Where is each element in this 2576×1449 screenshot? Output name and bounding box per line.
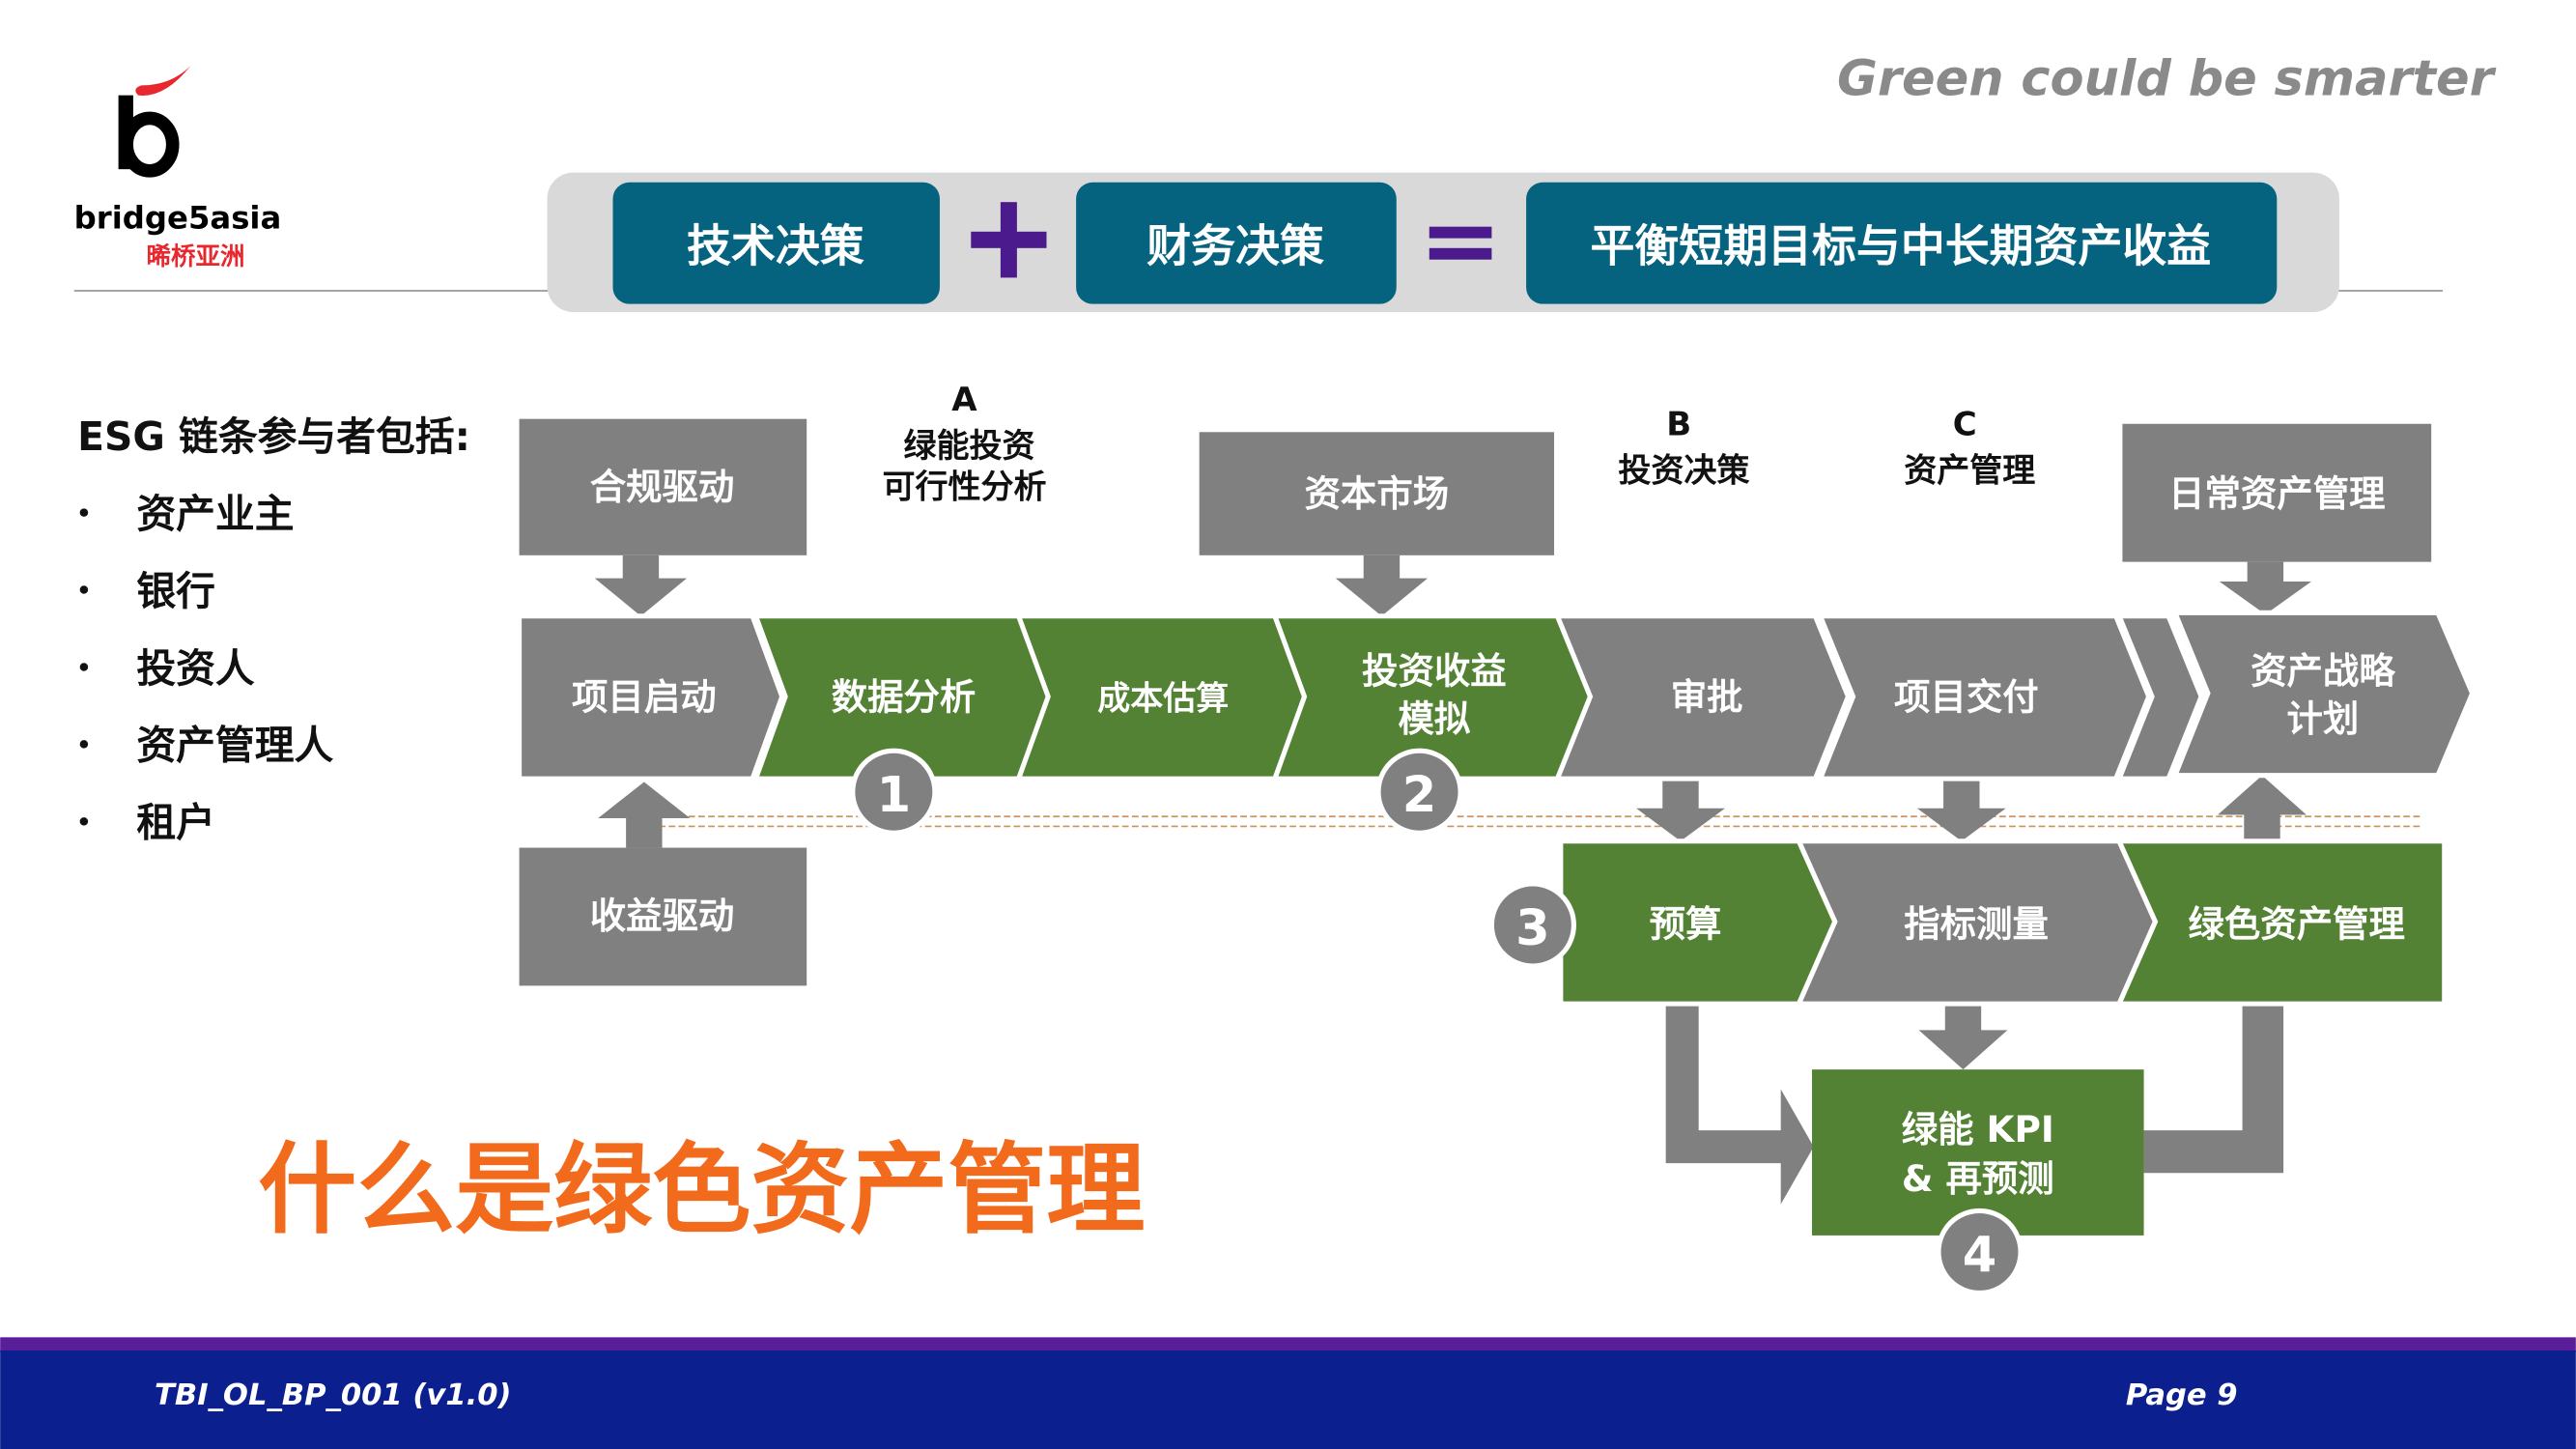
step-3-number: 3 bbox=[1515, 900, 1550, 957]
down-arrow-icon bbox=[1335, 554, 1429, 616]
phase-a-line1: 绿能投资 bbox=[904, 427, 1035, 466]
metrics-label: 指标测量 bbox=[1904, 902, 2049, 945]
revenue-driver-box bbox=[519, 847, 807, 986]
chevron-approval bbox=[1553, 613, 1852, 781]
kpi-label-2: & 再预测 bbox=[1902, 1157, 2054, 1200]
participants-heading: ESG 链条参与者包括: bbox=[77, 413, 470, 460]
asset-strategy-label-2: 计划 bbox=[2287, 697, 2360, 740]
capital-market-label: 资本市场 bbox=[1305, 472, 1450, 515]
phase-b-label: 投资决策 bbox=[1618, 451, 1749, 490]
step-1-number: 1 bbox=[877, 767, 912, 824]
box-green-asset-mgmt bbox=[2115, 838, 2448, 1007]
chevron-asset-strategy bbox=[2171, 610, 2476, 779]
decision-banner: 技术决策 财务决策 平衡短期目标与中长期资产收益 bbox=[547, 172, 2339, 313]
chevron-project-start bbox=[517, 613, 785, 781]
project-start-label: 项目启动 bbox=[572, 676, 717, 719]
finance-decision-label: 财务决策 bbox=[1146, 219, 1324, 271]
kpi-label-1: 绿能 KPI bbox=[1902, 1108, 2054, 1151]
step-4-number: 4 bbox=[1963, 1227, 1997, 1284]
step-badges: 1 2 3 4 bbox=[850, 748, 2024, 1295]
step-2-badge bbox=[1375, 748, 1463, 836]
phase-b-letter: B bbox=[1666, 406, 1691, 444]
step-1-badge bbox=[850, 748, 938, 836]
down-arrow-icon bbox=[1916, 779, 2006, 841]
plus-icon bbox=[971, 202, 1047, 278]
tech-decision-box bbox=[612, 182, 940, 304]
asset-strategy-label-1: 资产战略 bbox=[2250, 649, 2395, 692]
list-item: 投资人 bbox=[136, 645, 255, 692]
list-item: 资产管理人 bbox=[136, 723, 333, 769]
kpi-box bbox=[1812, 1069, 2144, 1236]
phase-a-line2: 可行性分析 bbox=[882, 468, 1046, 506]
logo-swoosh-icon bbox=[135, 66, 191, 96]
list-item: 资产业主 bbox=[136, 491, 294, 537]
down-arrow-icon bbox=[594, 554, 688, 616]
result-box bbox=[1526, 182, 2278, 304]
roi-simulation-label-1: 投资收益 bbox=[1362, 649, 1507, 692]
daily-asset-mgmt-box bbox=[2122, 423, 2432, 562]
chevron-project-delivery bbox=[1816, 613, 2152, 781]
participants-list: 资产业主 银行 投资人 资产管理人 租户 bbox=[79, 491, 334, 846]
elbow-arrow-icon bbox=[1665, 1004, 1814, 1205]
phase-c-label: 资产管理 bbox=[1904, 451, 2035, 490]
step-2-number: 2 bbox=[1402, 767, 1437, 824]
down-arrow-icon bbox=[2219, 561, 2312, 615]
footer-doc-id: TBI_OL_BP_001 (v1.0) bbox=[155, 1378, 512, 1412]
footer-page-number: Page 9 bbox=[2126, 1378, 2238, 1412]
revenue-driver-label: 收益驱动 bbox=[590, 895, 735, 937]
list-item: 银行 bbox=[136, 568, 215, 614]
budget-label: 预算 bbox=[1650, 902, 1722, 945]
list-item: 租户 bbox=[136, 800, 215, 846]
roi-simulation-label-2: 模拟 bbox=[1398, 697, 1470, 740]
down-arrow-icon bbox=[1636, 779, 1725, 841]
result-label: 平衡短期目标与中长期资产收益 bbox=[1591, 219, 2212, 271]
finance-decision-box bbox=[1076, 182, 1397, 304]
up-arrow-icon bbox=[2218, 775, 2307, 841]
tagline: Green could be smarter bbox=[1837, 51, 2497, 108]
phase-c-letter: C bbox=[1953, 406, 1977, 444]
compliance-driver-label: 合规驱动 bbox=[590, 466, 735, 508]
equals-icon bbox=[1429, 226, 1492, 260]
capital-market-box bbox=[1199, 432, 1555, 555]
approval-label: 审批 bbox=[1671, 676, 1743, 719]
footer-bar bbox=[0, 1350, 2576, 1449]
phase-a-letter: A bbox=[951, 381, 977, 419]
footer-accent bbox=[0, 1337, 2576, 1352]
up-arrow-icon bbox=[598, 781, 691, 848]
feedback-connector bbox=[2143, 1004, 2284, 1174]
tech-decision-label: 技术决策 bbox=[687, 219, 864, 271]
green-asset-mgmt-label: 绿色资产管理 bbox=[2188, 902, 2404, 945]
slide-title: 什么是绿色资产管理 bbox=[258, 1133, 1145, 1248]
step-3-badge bbox=[1488, 881, 1576, 969]
chevron-spacer bbox=[2115, 613, 2204, 781]
cost-estimate-label: 成本估算 bbox=[1097, 680, 1229, 719]
data-analysis-label: 数据分析 bbox=[832, 676, 977, 719]
logo: bridge5asia 晞桥亚洲 bbox=[74, 66, 282, 271]
compliance-driver-box bbox=[519, 418, 807, 555]
project-delivery-label: 项目交付 bbox=[1894, 676, 2039, 719]
down-arrow-icon bbox=[1918, 1004, 2008, 1070]
logo-brand-en: bridge5asia bbox=[74, 199, 282, 236]
step-4-badge bbox=[1936, 1208, 2024, 1295]
logo-brand-cn: 晞桥亚洲 bbox=[147, 242, 245, 271]
daily-asset-mgmt-label: 日常资产管理 bbox=[2168, 472, 2385, 515]
phase-labels: A 绿能投资 可行性分析 B 投资决策 C 资产管理 bbox=[882, 381, 2035, 506]
